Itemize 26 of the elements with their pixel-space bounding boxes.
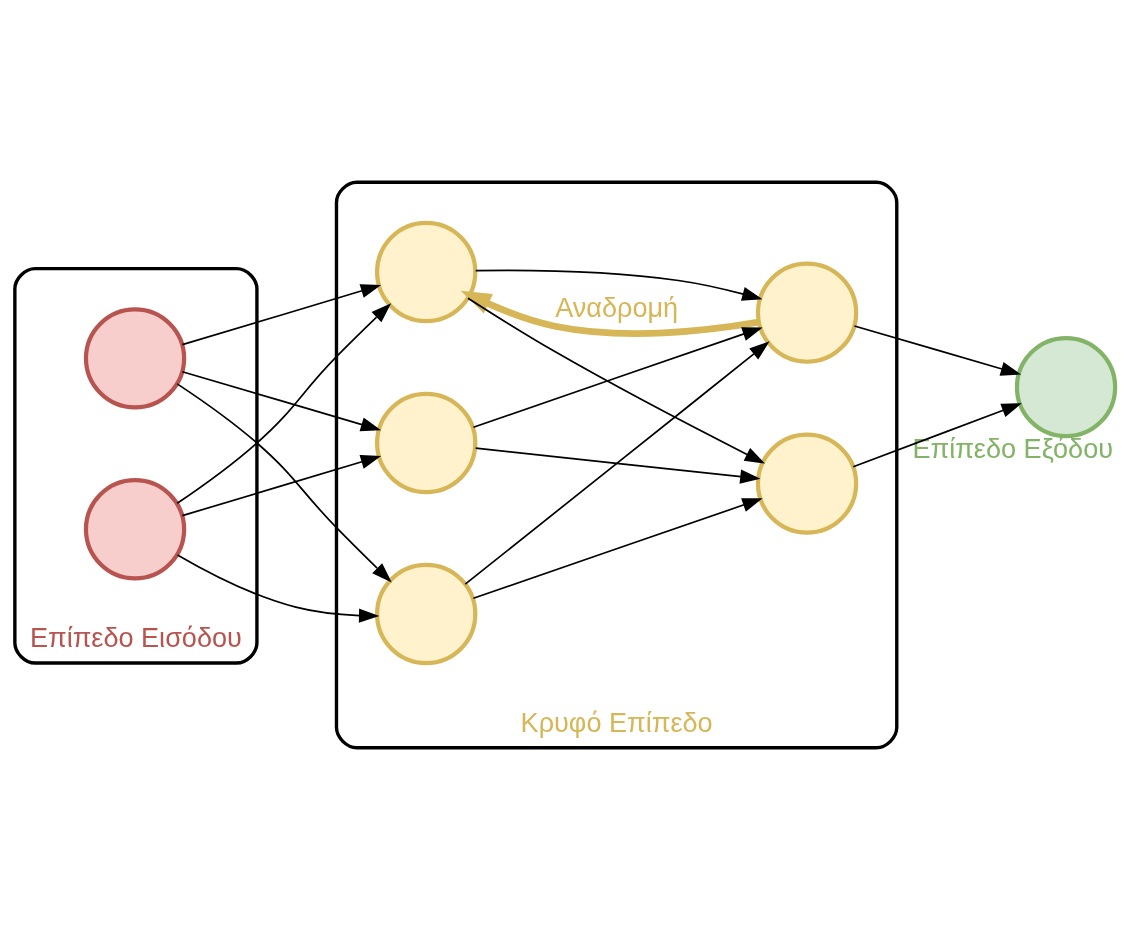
node-circle (375, 391, 478, 495)
arrow (181, 455, 382, 517)
arrow (474, 447, 761, 484)
arrow (460, 290, 760, 337)
node-circle (83, 478, 187, 581)
arrow (852, 403, 1022, 468)
node-circle (1014, 335, 1118, 439)
arrow (474, 269, 763, 301)
node-circle (83, 307, 187, 410)
arrow (176, 383, 392, 583)
arrow (467, 297, 765, 464)
node-circle (375, 220, 478, 324)
node-label: Επίπεδο Εξόδου (912, 432, 1114, 464)
arrow (472, 327, 763, 429)
edge-label: Αναδρομή (555, 292, 679, 324)
node-circle (375, 562, 478, 666)
node-circle (755, 261, 859, 364)
cluster: Επίπεδο Εισόδου (13, 266, 259, 665)
arrow (181, 370, 382, 432)
node-circle (755, 432, 859, 535)
arrow (464, 341, 770, 586)
arrow (176, 303, 392, 505)
arrow (472, 498, 763, 600)
arrow (853, 325, 1022, 376)
arrow (176, 554, 380, 623)
arrow (181, 284, 382, 346)
